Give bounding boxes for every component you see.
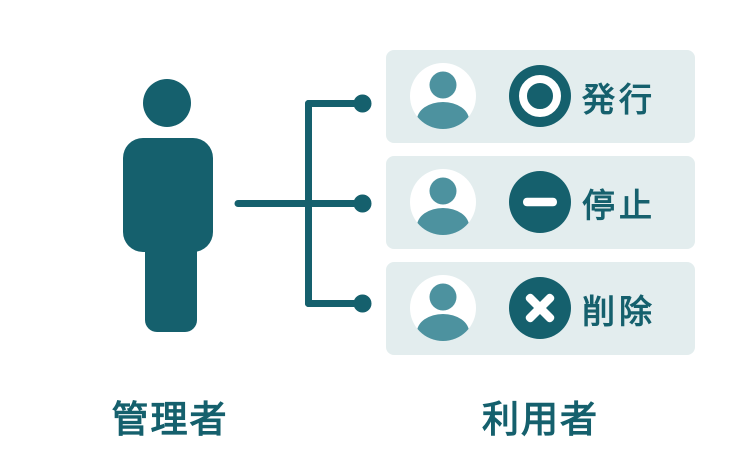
record-circle-icon [509, 65, 571, 127]
user-avatar-icon [410, 275, 476, 341]
user-avatar-icon [410, 169, 476, 235]
minus-circle-icon [509, 171, 571, 233]
user-row: 発行 [386, 50, 695, 143]
connector-dot-top [353, 94, 372, 113]
connector-dot-bottom [353, 294, 372, 313]
x-circle-icon [509, 277, 571, 339]
users-label: 利用者 [482, 398, 599, 441]
user-row: 削除 [386, 262, 695, 355]
user-avatar-icon [410, 63, 476, 129]
person-standing-icon [123, 79, 213, 332]
user-row: 停止 [386, 156, 695, 249]
tree-branch-connector [234, 94, 372, 313]
action-label: 停止 [582, 185, 656, 225]
connector-dot-middle [353, 194, 372, 213]
action-label: 削除 [582, 291, 656, 331]
action-label: 発行 [582, 79, 656, 119]
admin-label: 管理者 [111, 398, 229, 441]
